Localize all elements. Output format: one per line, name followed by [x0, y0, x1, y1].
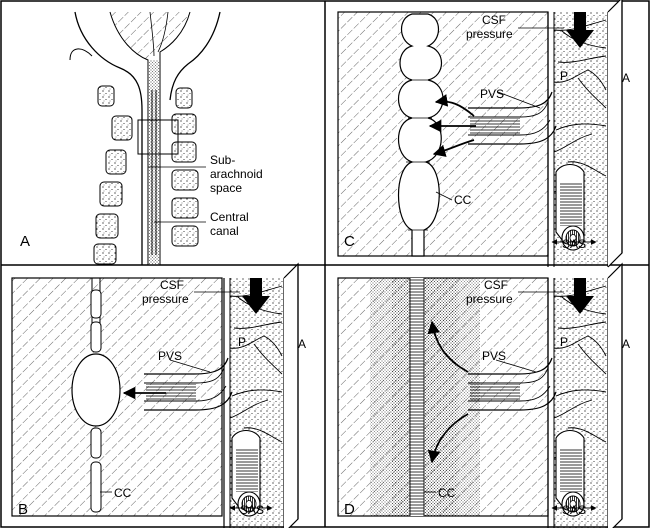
panel-d: CSF pressure P A PVS CC SAS D [337, 263, 630, 528]
label-csf-c-line2: pressure [466, 27, 513, 41]
vertebrae-anterior [171, 87, 199, 247]
label-central-canal-line2: canal [210, 224, 239, 238]
panel-letter-a: A [20, 233, 30, 250]
label-csf-d-line1: CSF [484, 278, 508, 292]
panel-letter-c: C [344, 233, 355, 250]
label-csf-b-line1: CSF [160, 278, 184, 292]
label-csf-b-line2: pressure [142, 292, 189, 306]
label-pvs-c: PVS [480, 87, 504, 101]
label-sas-b: SAS [240, 503, 264, 517]
label-sas-d: SAS [562, 503, 586, 517]
label-p-d: P [560, 335, 568, 349]
label-a-b: A [298, 337, 306, 351]
label-a-c: A [622, 71, 630, 85]
label-subarachnoid-line3: space [210, 181, 242, 195]
label-p-c: P [560, 69, 568, 83]
panel-letter-b: B [18, 501, 28, 518]
label-subarachnoid-line1: Sub- [210, 153, 235, 167]
panel-c: CSF pressure P A PVS CC SAS C [337, 0, 630, 268]
label-central-canal-line1: Central [210, 210, 249, 224]
label-cc-d: CC [438, 486, 456, 500]
label-pvs-d: PVS [482, 349, 506, 363]
label-csf-c-line1: CSF [482, 13, 506, 27]
label-cc-c: CC [454, 193, 472, 207]
panel-b: CSF pressure P A PVS CC SAS B [11, 263, 306, 528]
label-a-d: A [622, 337, 630, 351]
label-sas-c: SAS [562, 237, 586, 251]
label-pvs-b: PVS [158, 349, 182, 363]
label-p-b: P [238, 335, 246, 349]
label-cc-b: CC [114, 486, 132, 500]
panel-a: Sub- arachnoid space Central canal A [20, 11, 263, 265]
label-subarachnoid-line2: arachnoid [210, 167, 263, 181]
panel-letter-d: D [344, 501, 355, 518]
label-csf-d-line2: pressure [466, 292, 513, 306]
vertebrae-posterior [93, 85, 133, 265]
